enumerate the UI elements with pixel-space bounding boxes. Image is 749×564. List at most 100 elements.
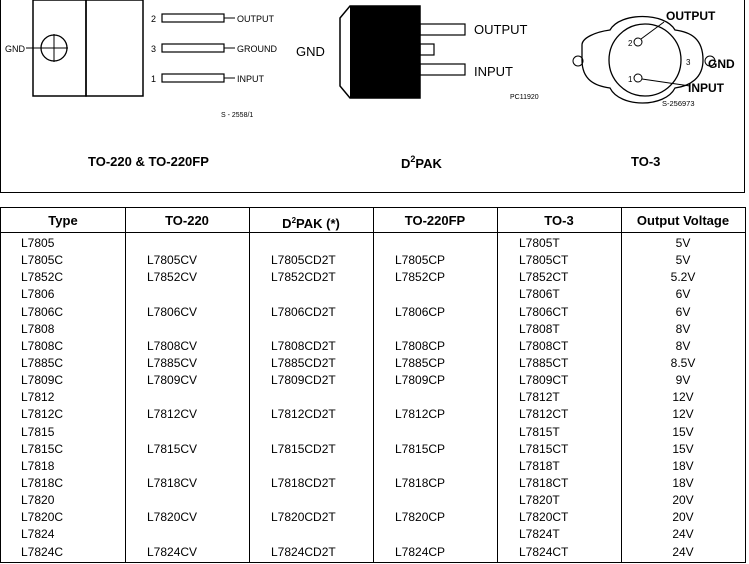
cell-to3: L7812CT (519, 407, 569, 422)
cell-to3: L7806CT (519, 304, 569, 319)
cell-type: L7809C (21, 373, 64, 388)
cell-type: L7824C (21, 544, 64, 559)
cell-to3: L7815T (519, 424, 560, 439)
cell-type: L7815C (21, 441, 64, 456)
to3-pin-num: 2 (628, 39, 633, 48)
cell-d2pak: L7818CD2T (271, 475, 336, 490)
cell-type: L7820C (21, 510, 64, 525)
cell-type: L7885C (21, 355, 64, 370)
cell-output-voltage: 24V (672, 544, 694, 559)
column-divider (125, 208, 126, 562)
cell-output-voltage: 15V (672, 441, 694, 456)
cell-to3: L7824T (519, 527, 560, 542)
cell-output-voltage: 9V (675, 373, 691, 388)
table-header: Type TO-220 D2PAK (*) TO-220FP TO-3 Outp… (1, 208, 745, 233)
column-divider (497, 208, 498, 562)
d2pak-caption: D2PAK (401, 154, 442, 171)
to3-code: S-256973 (662, 99, 695, 108)
cell-to220: L7852CV (147, 270, 198, 285)
cell-to220: L7805CV (147, 253, 198, 268)
column-divider (621, 208, 622, 562)
cell-type: L7805C (21, 253, 64, 268)
cell-to220fp: L7808CP (395, 338, 446, 353)
d2pak-body-fill (350, 6, 420, 98)
cell-to3: L7806T (519, 287, 560, 302)
cell-to3: L7820CT (519, 510, 569, 525)
cell-to220fp: L7824CP (395, 544, 446, 559)
d2pak-lead-output (419, 23, 466, 36)
cell-type: L7808 (21, 321, 55, 336)
to3-case-outline (581, 15, 704, 104)
cell-to220: L7809CV (147, 373, 198, 388)
to3-pin-input (633, 73, 643, 83)
to3-gnd-label: GND (708, 57, 735, 71)
to3-mount-hole-right (704, 55, 716, 67)
cell-type: L7812C (21, 407, 64, 422)
cell-d2pak: L7852CD2T (271, 270, 336, 285)
to220-pin-num: 1 (151, 74, 156, 84)
cell-to220fp: L7806CP (395, 304, 446, 319)
to3-output-label: OUTPUT (666, 9, 716, 23)
cell-to3: L7885CT (519, 355, 569, 370)
cell-output-voltage: 5V (675, 236, 691, 250)
cell-type: L7815 (21, 424, 55, 439)
d2pak-code: PC11920 (510, 94, 539, 101)
cell-type: L7820 (21, 493, 55, 508)
cell-to220fp: L7885CP (395, 355, 446, 370)
cell-type: L7852C (21, 270, 64, 285)
d2pak-lead-center (419, 43, 435, 56)
table-row: L7806 L7806T 6V (1, 286, 745, 303)
d2pak-lead-input (419, 63, 466, 76)
header-d2pak: D2PAK (*) (282, 216, 340, 231)
to3-diagram: 2 1 3 OUTPUT GND INPUT S-256973 (572, 9, 735, 108)
cell-to220: L7808CV (147, 338, 198, 353)
header-output-voltage: Output Voltage (636, 213, 730, 228)
to3-pin-num: 1 (628, 75, 633, 84)
cell-to3: L7812T (519, 390, 560, 405)
cell-to3: L7808CT (519, 338, 569, 353)
cell-type: L7818 (21, 458, 55, 473)
cell-type: L7806C (21, 304, 64, 319)
cell-output-voltage: 5V (675, 253, 691, 268)
cell-to220fp: L7815CP (395, 441, 446, 456)
cell-type: L7818C (21, 475, 64, 490)
cell-to3: L7815CT (519, 441, 569, 456)
cell-type: L7824 (21, 527, 55, 542)
cell-d2pak: L7808CD2T (271, 338, 336, 353)
cell-d2pak: L7885CD2T (271, 355, 336, 370)
cell-to220fp: L7809CP (395, 373, 446, 388)
cell-output-voltage: 6V (675, 287, 691, 302)
package-diagrams: GND 2 3 1 OUTPUT GROUND INPUT S - 2558/1… (5, 0, 735, 119)
to220-pin-label: INPUT (237, 74, 265, 84)
cell-to220fp: L7852CP (395, 270, 446, 285)
header-to220fp: TO-220FP (404, 213, 466, 228)
cell-output-voltage: 12V (672, 407, 694, 422)
cell-d2pak: L7824CD2T (271, 544, 336, 559)
cell-d2pak: L7815CD2T (271, 441, 336, 456)
cell-type: L7812 (21, 390, 55, 405)
to3-pin-num: 3 (686, 58, 691, 67)
to220-tab-label: GND (5, 44, 26, 54)
cell-to3: L7818T (519, 458, 560, 473)
to3-mount-hole-left (572, 55, 584, 67)
cell-to220: L7815CV (147, 441, 198, 456)
header-to3: TO-3 (544, 213, 574, 228)
cell-type: L7806 (21, 287, 55, 302)
cell-to3: L7852CT (519, 270, 569, 285)
cell-to3: L7808T (519, 321, 560, 336)
to220-pin-num: 3 (151, 44, 156, 54)
